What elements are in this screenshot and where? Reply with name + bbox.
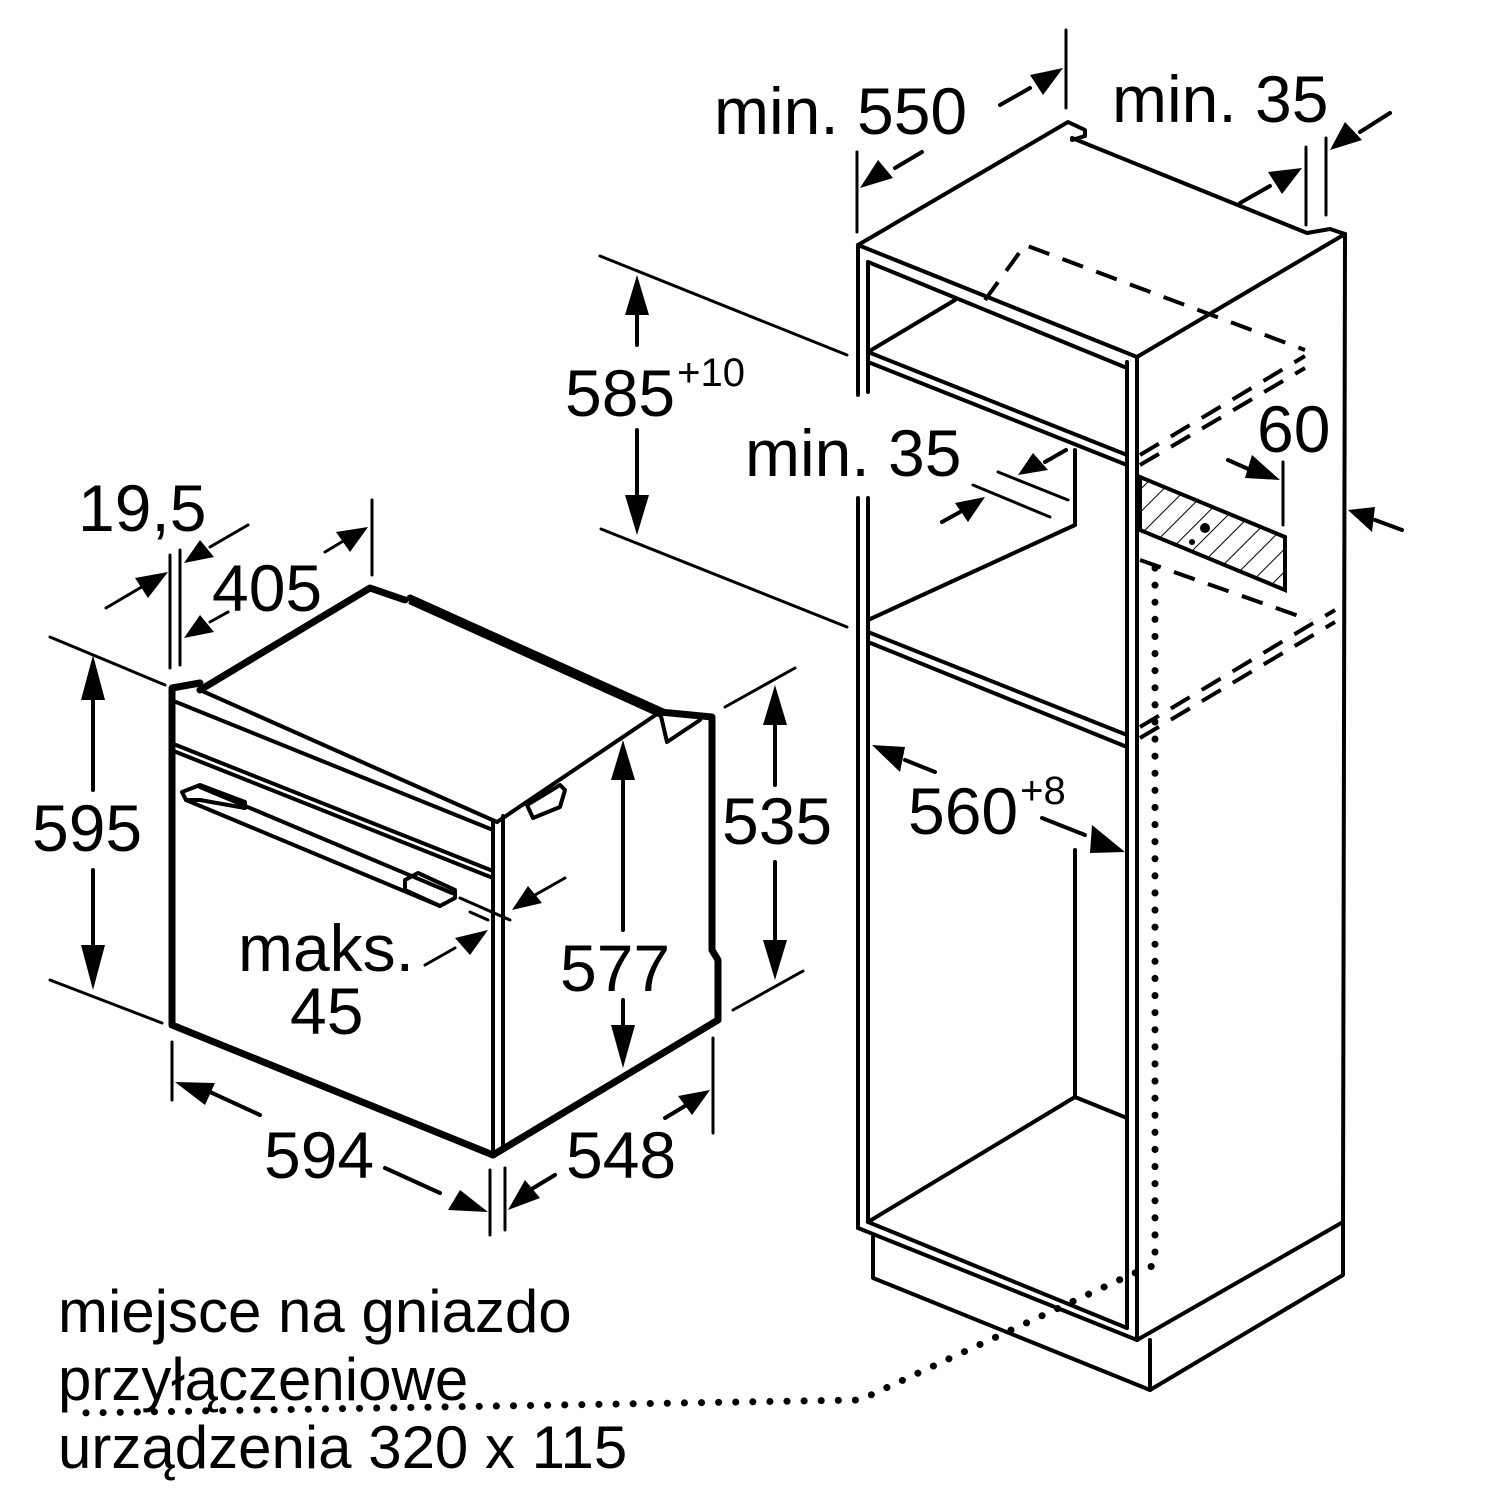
dim-oven-height: 595 (32, 791, 143, 865)
dim-niche-height-value: 585 (565, 356, 676, 430)
socket-note-line-1: miejsce na gniazdo (58, 1278, 572, 1345)
dim-niche-width-value: 560 (908, 774, 1019, 848)
dim-max-label: maks. (238, 911, 415, 985)
dim-niche-width-tolerance: +8 (1020, 769, 1066, 813)
dim-front-panel-thickness: 19,5 (78, 471, 207, 545)
oven-dimension-lines (48, 498, 805, 1237)
socket-note-line-2: przyłączeniowe (58, 1346, 469, 1413)
dim-shelf-gap: min. 35 (745, 416, 962, 490)
dim-cabinet-min-depth: min. 550 (714, 74, 968, 148)
dim-vent-gap: 60 (1257, 392, 1331, 466)
dim-body-height: 577 (560, 931, 671, 1005)
dim-oven-depth: 548 (566, 1118, 677, 1192)
dim-niche-height: 585+10 (565, 353, 745, 426)
dim-niche-height-tolerance: +10 (677, 351, 745, 395)
oven-drawing (168, 584, 722, 1159)
dim-max-value: 45 (290, 974, 364, 1048)
dim-niche-width: 560+8 (908, 771, 1066, 844)
cabinet-drawing (76, 120, 1347, 1417)
dim-top-depth: 405 (212, 551, 323, 625)
socket-note-line-3: urządzenia 320 x 115 (58, 1414, 628, 1481)
dim-rear-gap: min. 35 (1112, 62, 1329, 136)
dim-side-height: 535 (722, 784, 833, 858)
socket-note: miejsce na gniazdo przyłączeniowe urządz… (58, 1278, 627, 1482)
cabinet-dimension-lines (598, 28, 1404, 862)
dim-oven-width: 594 (264, 1118, 375, 1192)
